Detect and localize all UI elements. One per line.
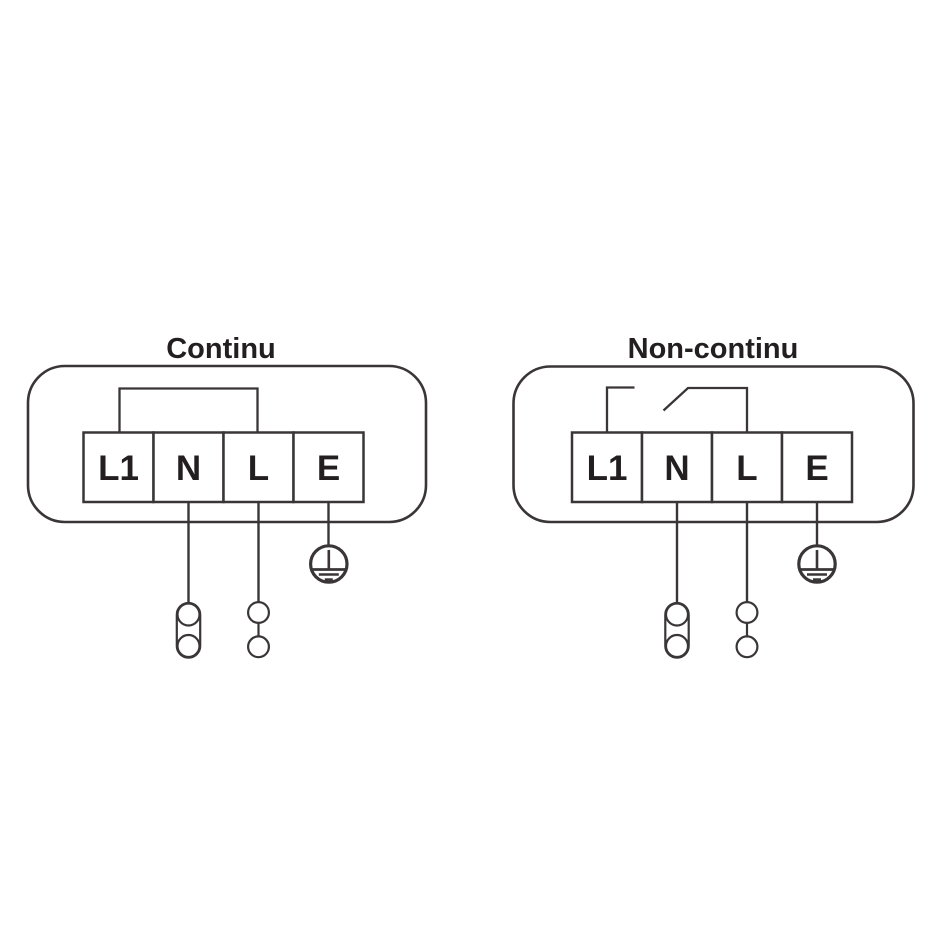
terminal-label-e: E [317, 449, 340, 488]
terminal-box-l [710, 431, 784, 504]
protective-earth-icon [797, 544, 837, 584]
link-connector-bottom-ring [176, 633, 201, 659]
link-connector-top-ring [176, 602, 201, 627]
terminal-label-n: N [176, 449, 201, 488]
earth-circle [308, 544, 349, 584]
terminal-label-l1: L1 [587, 449, 628, 488]
diagram-continu: Continu L1 N L E [26, 333, 428, 659]
diagram-non-continu: Non-continu L1 N L E [512, 333, 915, 659]
terminal-box-e [292, 431, 365, 504]
terminal-label-l1: L1 [98, 449, 139, 488]
link-connector-icon [664, 601, 690, 659]
protective-earth-icon [308, 544, 349, 584]
device-enclosure [26, 364, 428, 524]
terminal-block: L1 N L E [570, 431, 854, 504]
closed-jumper-wire [118, 387, 259, 432]
open-switch-wire [605, 386, 749, 432]
link-connector-outline [664, 601, 690, 659]
ring-connector-bottom-ring [735, 635, 759, 659]
ring-connector-bottom-ring [247, 635, 271, 659]
diagram-title: Continu [166, 333, 276, 365]
terminal-label-e: E [805, 449, 828, 488]
earth-circle [797, 544, 837, 584]
link-connector-bottom-ring [664, 633, 690, 659]
link-connector-outline [175, 601, 202, 659]
link-connector-icon [175, 601, 202, 659]
link-connector-top-ring [664, 602, 690, 627]
device-enclosure [512, 365, 915, 524]
terminal-label-l: L [248, 449, 269, 488]
terminal-box-l1 [82, 431, 155, 504]
switch-fixed-stub [605, 386, 635, 432]
ring-connector-top-ring [247, 600, 271, 624]
terminal-label-l: L [736, 449, 757, 488]
terminal-block: L1 N L E [82, 431, 365, 504]
ring-connector-top-ring [735, 600, 759, 624]
terminal-box-l1 [570, 431, 644, 504]
ring-connector-icon [735, 600, 759, 659]
ring-connector-icon [247, 600, 271, 659]
diagram-title: Non-continu [628, 333, 799, 365]
switch-blade [662, 386, 749, 432]
terminal-label-n: N [664, 449, 689, 488]
